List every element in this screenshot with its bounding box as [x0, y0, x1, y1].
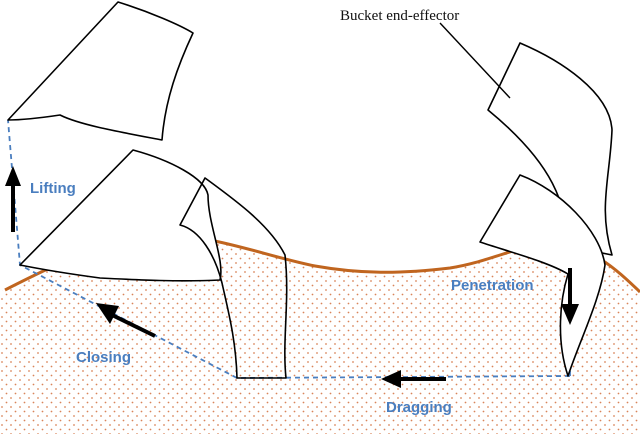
arrow-up-left-icon — [96, 303, 156, 338]
bucket-lifting — [7, 1, 194, 141]
callout-label: Bucket end-effector — [340, 8, 459, 24]
arrow-left-icon — [381, 370, 446, 388]
bucket-penetration-upper — [487, 42, 613, 256]
callout-leader-line — [439, 22, 511, 99]
bucket-penetration-lower — [479, 174, 606, 377]
phase-label-penetration: Penetration — [451, 277, 534, 294]
phase-label-dragging: Dragging — [386, 399, 452, 416]
arrow-down-icon — [561, 268, 579, 325]
soil-region — [0, 235, 640, 434]
phase-label-closing: Closing — [76, 349, 131, 366]
arrow-up-icon — [5, 166, 21, 232]
bucket-closing-front — [19, 149, 222, 282]
bucket-closing-rear — [179, 177, 288, 379]
phase-label-lifting: Lifting — [30, 180, 76, 197]
